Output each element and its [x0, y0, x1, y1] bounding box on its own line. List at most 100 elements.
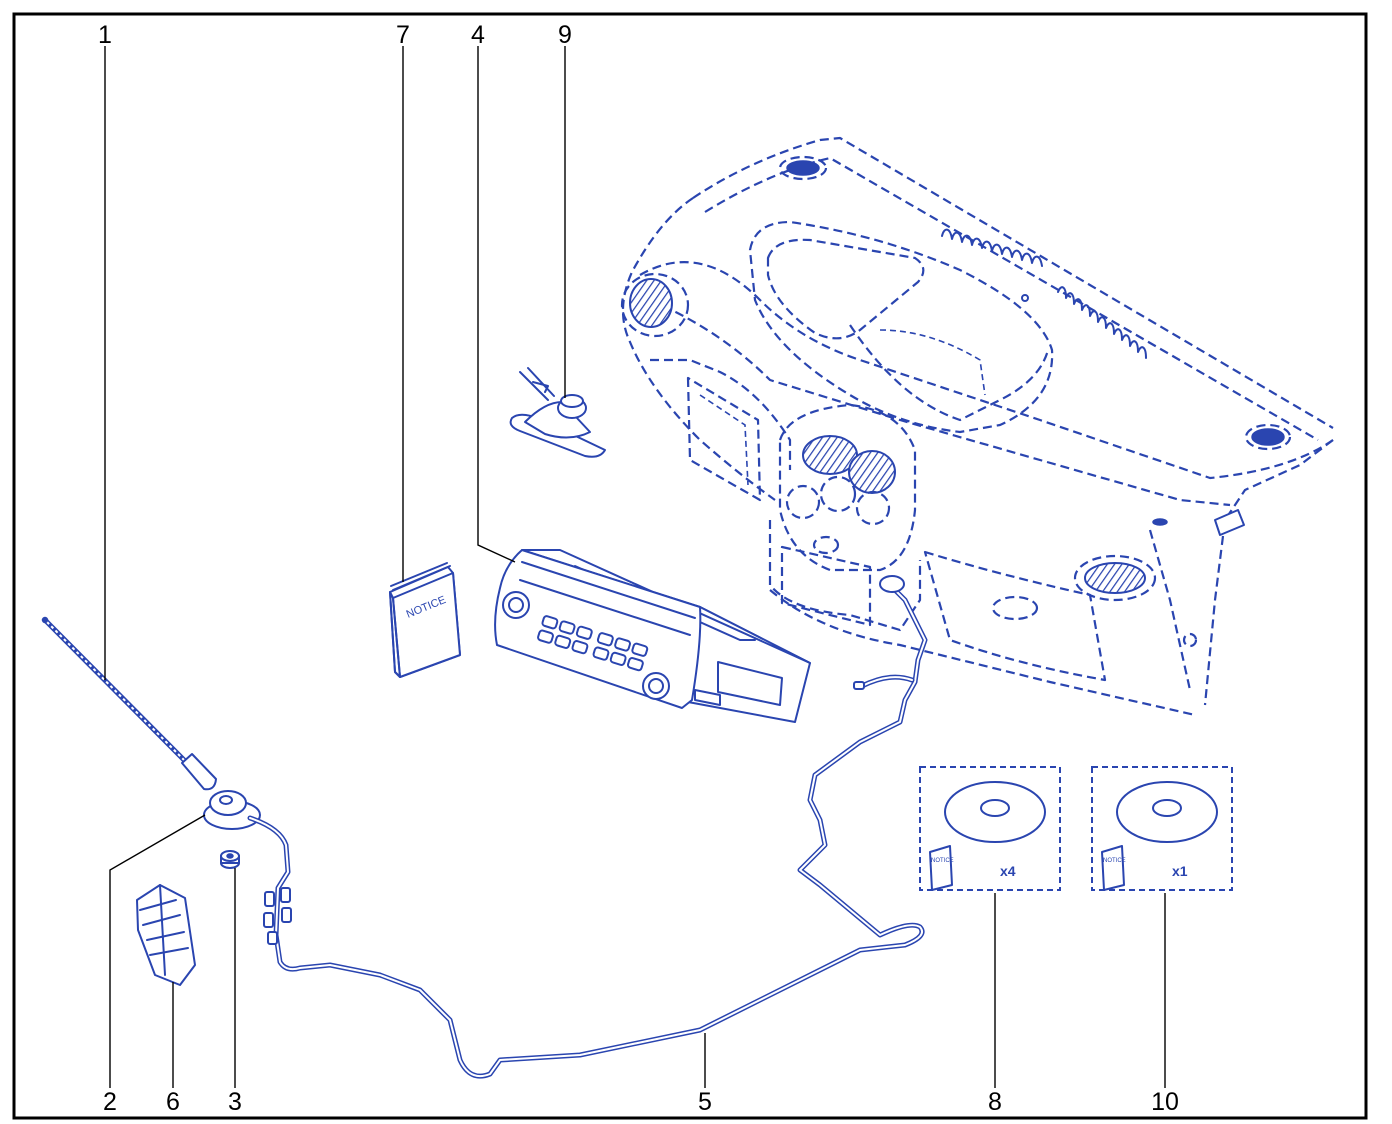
callout-2: 2: [103, 1088, 117, 1116]
dashboard-bottom-edge: [769, 589, 1196, 717]
speaker-connector: [532, 381, 549, 393]
radio-front-top-line: [521, 561, 696, 619]
radio-button: [614, 637, 631, 652]
dashboard-right-end: [1203, 439, 1334, 706]
notice-booklet: NOTICE: [389, 562, 461, 678]
dashboard-top-inner-edge: [704, 156, 1319, 441]
dashboard-right-lower: [1148, 529, 1192, 691]
cable-connector: [281, 907, 292, 923]
right-speaker-grille: [1251, 428, 1285, 446]
speaker-magnet-top: [560, 394, 584, 408]
dashboard-top-front-edge: [639, 261, 1334, 480]
radio-preset-buttons: [537, 615, 649, 672]
nut-hole: [226, 853, 234, 859]
antenna-base-socket: [219, 795, 233, 805]
heater-knob-right: [855, 490, 891, 526]
dashboard-left-block-detail: [699, 394, 749, 486]
leader-line-2: [109, 814, 206, 1088]
left-air-vent: [629, 278, 673, 328]
kit-8-quantity: x4: [1000, 863, 1016, 879]
callout-10: 10: [1151, 1088, 1179, 1116]
cable-connector: [280, 887, 291, 903]
radio-side-connector: [694, 689, 721, 706]
kit-8: NOTICE x4: [919, 766, 1061, 891]
leader-lines: [104, 46, 1166, 1088]
kit-8-box: [919, 766, 1061, 891]
antenna-nut: [220, 850, 240, 869]
clip-finger: [139, 899, 177, 911]
clip-finger: [146, 931, 185, 941]
dashboard-left-panel: [650, 358, 792, 470]
radio-tuning-knob-center: [648, 678, 664, 694]
clip-edge: [159, 884, 166, 976]
kit-10-disc-hole: [1152, 799, 1182, 817]
dashboard-side-fixing: [1182, 632, 1198, 648]
dashboard-emblem-line-1: [941, 228, 1043, 267]
radio-button: [571, 640, 589, 655]
antenna: [41, 616, 217, 791]
left-speaker-grille-surround: [778, 155, 828, 181]
instrument-hood-inner: [766, 238, 925, 340]
radio-button: [609, 651, 627, 666]
center-air-vent-right: [848, 450, 896, 494]
cable-branch-inner: [861, 676, 913, 687]
callout-1: 1: [98, 21, 112, 49]
left-speaker-grille: [786, 160, 820, 176]
right-air-vent-surround: [1073, 554, 1157, 602]
dashboard-emblem-dot: [1021, 294, 1029, 302]
glove-box: [923, 550, 1107, 682]
kit-10: NOTICE x1: [1091, 766, 1233, 891]
kit-8-booklet-text: NOTICE: [931, 858, 954, 864]
callout-5: 5: [698, 1088, 712, 1116]
right-air-vent: [1084, 562, 1146, 594]
radio-button: [558, 620, 576, 635]
instrument-hood: [748, 220, 1054, 434]
radio-button: [596, 632, 614, 647]
speaker-wire: [527, 367, 555, 397]
mounting-clip: [136, 884, 196, 986]
radio-button: [541, 615, 559, 630]
glove-box-handle: [991, 595, 1039, 621]
radio-button: [592, 646, 610, 661]
kit-8-disc-hole: [980, 799, 1010, 817]
radio-button: [554, 634, 572, 649]
radio-button: [537, 629, 554, 644]
kit-8-booklet-icon: [929, 845, 953, 891]
dashboard: [620, 136, 1334, 717]
radio-slot: [780, 545, 872, 627]
callout-3: 3: [228, 1088, 242, 1116]
radio-unit: [494, 549, 811, 723]
dashboard-left-end: [621, 197, 776, 501]
callout-6: 6: [166, 1088, 180, 1116]
dashboard-left-block: [686, 376, 762, 502]
booklet-page-edge: [392, 565, 451, 591]
callout-labels: 1 7 4 9 2 6 3 5 8 10: [98, 21, 1179, 1116]
radio-cd-slot: [519, 579, 691, 636]
heater-knob-left: [785, 484, 821, 520]
cable-connector: [264, 891, 275, 907]
callout-8: 8: [988, 1088, 1002, 1116]
center-console: [778, 403, 917, 572]
booklet-page-edge: [390, 562, 448, 587]
antenna-base: [203, 790, 261, 830]
callout-9: 9: [558, 21, 572, 49]
antenna-rod-twist: [46, 621, 185, 761]
radio-volume-knob-center: [508, 597, 524, 613]
console-button: [812, 535, 840, 555]
radio-button: [575, 625, 593, 640]
radio-side-plate: [717, 661, 783, 706]
antenna-tip: [41, 616, 49, 624]
kit-10-booklet-icon: [1101, 845, 1125, 891]
radio-button: [631, 642, 649, 657]
right-speaker-grille-surround: [1244, 423, 1292, 451]
diagram-frame: [12, 12, 1368, 1120]
instrument-hood-lower: [849, 324, 1050, 422]
booklet-spine: [389, 591, 401, 678]
kit-10-quantity: x1: [1172, 863, 1188, 879]
speaker-cone: [524, 401, 591, 439]
radio-volume-knob: [502, 591, 530, 619]
left-air-vent-surround: [620, 272, 690, 338]
kit-10-box: [1091, 766, 1233, 891]
cable-connector: [267, 931, 278, 945]
leader-line-4: [477, 46, 516, 563]
